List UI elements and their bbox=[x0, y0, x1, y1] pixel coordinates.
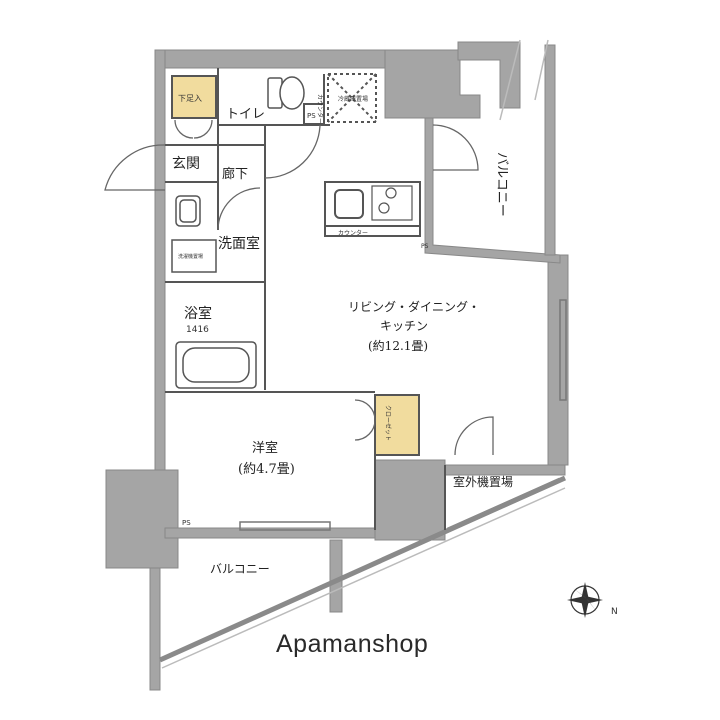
western-area-label: (約4.7畳) bbox=[238, 462, 295, 477]
compass-n-label: N bbox=[611, 607, 618, 617]
hallway-label: 廊下 bbox=[222, 166, 248, 182]
ldk-label-line2: キッチン bbox=[380, 319, 428, 333]
stove-icon bbox=[371, 185, 413, 221]
ldk-label-line1: リビング・ダイニング・ bbox=[348, 299, 480, 314]
closet-label: クローゼット bbox=[384, 405, 392, 441]
western-room-label: 洋室 bbox=[252, 440, 278, 456]
toilet-icon bbox=[267, 76, 305, 110]
brand-logo: Apamanshop bbox=[276, 630, 429, 658]
washroom-label: 洗面室 bbox=[218, 235, 260, 252]
washer-space-label: 洗濯機置場 bbox=[178, 253, 203, 260]
partitions bbox=[165, 68, 446, 530]
balcony-rails bbox=[158, 475, 567, 663]
ps-kitchen-label: PS bbox=[421, 243, 429, 250]
shoe-storage-label: 下足入 bbox=[178, 94, 202, 103]
fridge-space-label: 冷蔵庫置場 bbox=[338, 95, 368, 103]
toilet-label: トイレ bbox=[226, 107, 265, 122]
bathtub-icon bbox=[175, 341, 257, 389]
washer-box bbox=[171, 239, 217, 273]
balcony-rail-inner bbox=[161, 39, 566, 669]
room-labels: 下足入 トイレ カウンター PS 冷蔵庫置場 玄関 廊下 バルコニー カウンター… bbox=[172, 94, 513, 576]
walls bbox=[105, 41, 569, 691]
bathroom-label: 浴室 bbox=[184, 305, 212, 322]
windows bbox=[239, 299, 567, 531]
ps-bottom-label: PS bbox=[182, 519, 191, 527]
outdoor-unit-label: 室外機置場 bbox=[453, 474, 513, 489]
bath-size-label: 1416 bbox=[186, 325, 209, 335]
shoe-storage-fill bbox=[173, 77, 215, 117]
balcony-east-label: バルコニー bbox=[494, 152, 509, 217]
entrance-label: 玄関 bbox=[172, 155, 200, 172]
door-swings bbox=[104, 119, 494, 456]
compass-icon: N bbox=[567, 582, 618, 618]
ldk-area-label: (約12.1畳) bbox=[368, 338, 428, 353]
balcony-south-label: バルコニー bbox=[210, 562, 270, 576]
counter-top-label: カウンター bbox=[316, 94, 324, 124]
ps-top-label: PS bbox=[307, 112, 316, 120]
washbasin-icon bbox=[175, 195, 201, 227]
counter-kitchen-label: カウンター bbox=[338, 229, 368, 237]
